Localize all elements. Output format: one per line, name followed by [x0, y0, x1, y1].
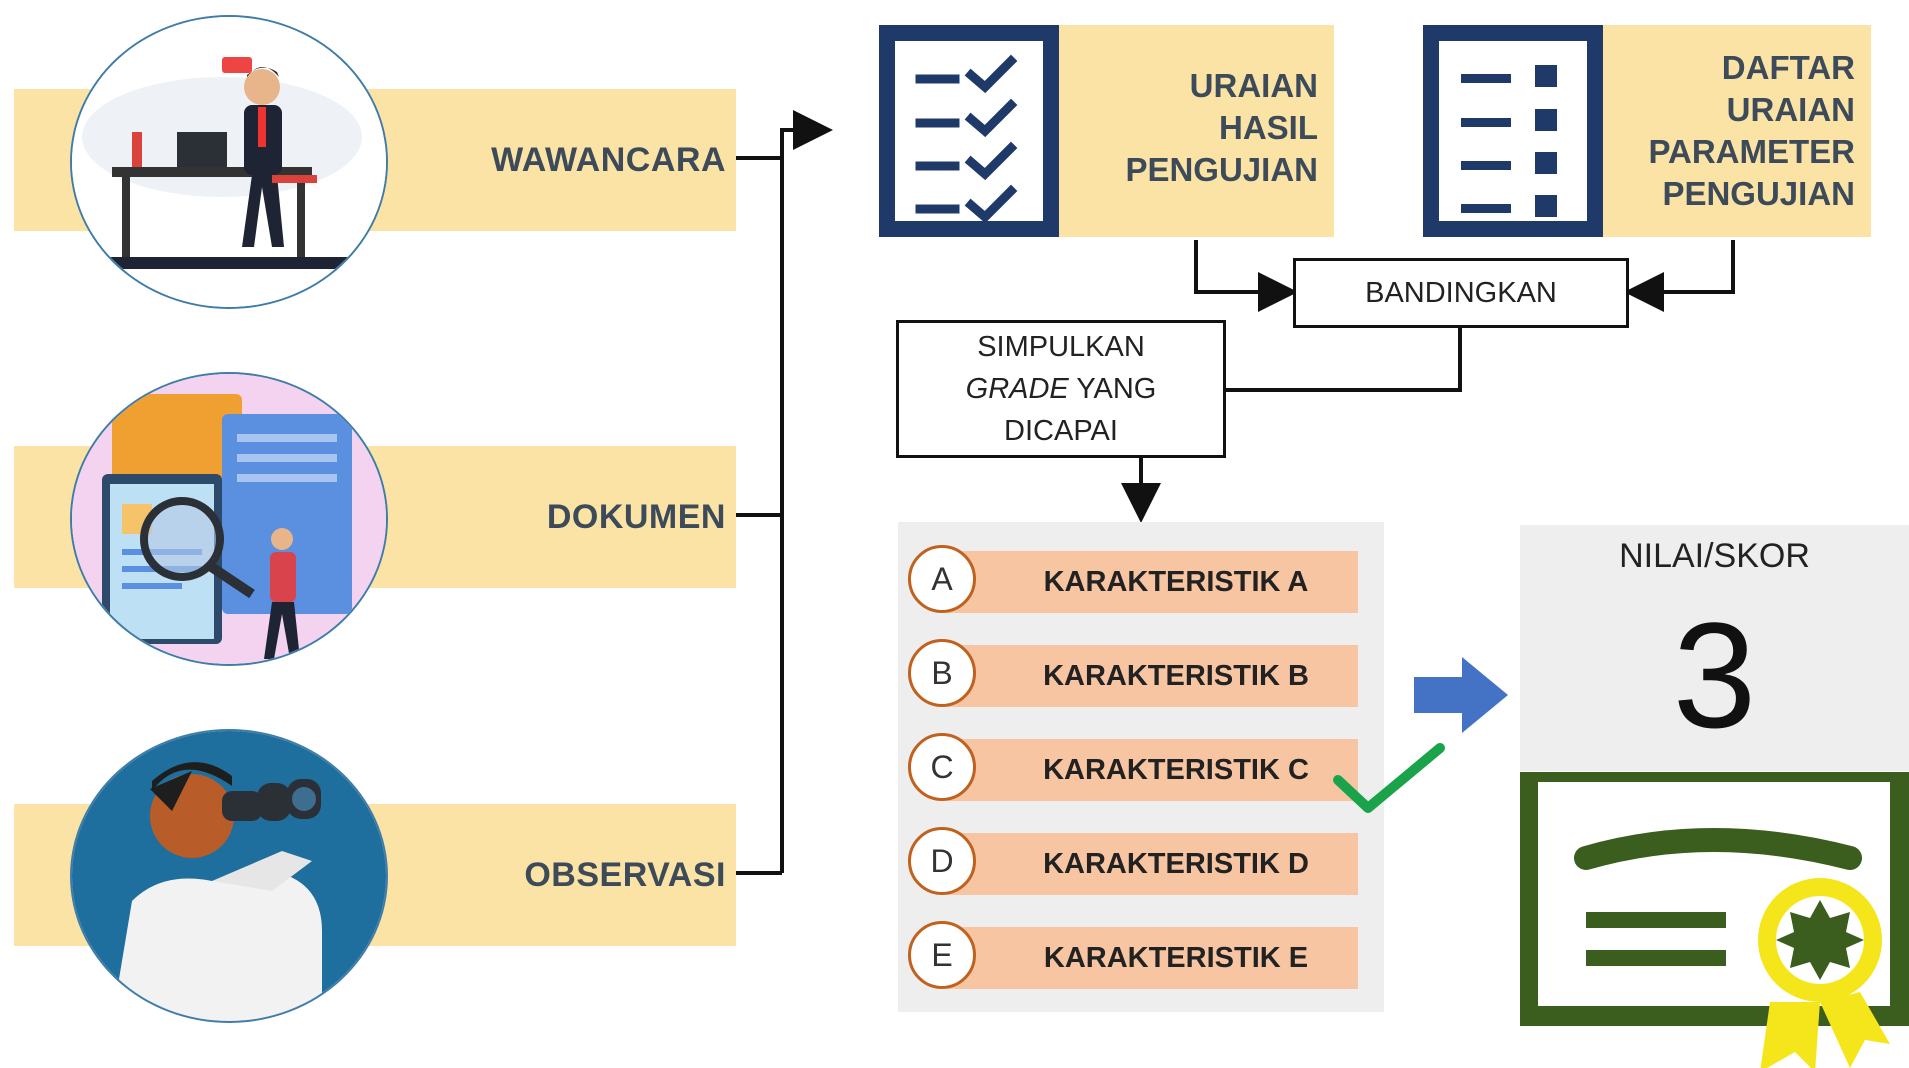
grade-letter-a: A — [908, 545, 976, 613]
binoculars-person-icon — [72, 731, 386, 1021]
document-illustration — [70, 372, 388, 666]
conclude-line-3: DICAPAI — [1004, 415, 1118, 447]
parameters-card: DAFTAR URAIAN PARAMETER PENGUJIAN — [1423, 25, 1871, 237]
conclude-line-2: GRADE YANG — [966, 368, 1157, 410]
grade-label-e: KARAKTERISTIK E — [1043, 942, 1309, 974]
grade-row-d: D KARAKTERISTIK D — [908, 827, 1368, 901]
checklist-icon — [915, 54, 1018, 221]
right-arrow-icon — [1414, 657, 1508, 733]
connector-compare-to-conclude — [1222, 327, 1462, 392]
source-label-wawancara: WAWANCARA — [491, 141, 726, 179]
score-label: NILAI/SKOR — [1619, 537, 1810, 575]
grade-letter-e: E — [908, 921, 976, 989]
compare-box: BANDINGKAN — [1293, 258, 1629, 328]
conclude-grade-italic: GRADE — [965, 373, 1069, 405]
score-panel: NILAI/SKOR 3 — [1520, 525, 1909, 771]
results-icon-frame — [879, 25, 1059, 237]
observation-illustration — [70, 729, 388, 1023]
grade-row-a: A KARAKTERISTIK A — [908, 545, 1368, 619]
grade-label-c: KARAKTERISTIK C — [1043, 754, 1309, 786]
grade-letter-d: D — [908, 827, 976, 895]
connector-parameters-to-compare — [1624, 240, 1735, 312]
connector-results-to-compare — [1194, 240, 1298, 312]
grade-letter-c: C — [908, 733, 976, 801]
results-card-title: URAIAN HASIL PENGUJIAN — [1125, 67, 1318, 188]
source-label-observasi: OBSERVASI — [524, 856, 726, 894]
conclude-box: SIMPULKAN GRADE YANG DICAPAI — [896, 320, 1226, 458]
conclude-line-2-rest: YANG — [1068, 373, 1157, 405]
results-card: URAIAN HASIL PENGUJIAN — [879, 25, 1334, 237]
interview-illustration — [70, 15, 388, 309]
grade-panel: A KARAKTERISTIK A B KARAKTERISTIK B C KA… — [898, 522, 1384, 1012]
grade-row-c: C KARAKTERISTIK C — [908, 733, 1368, 807]
grade-row-e: E KARAKTERISTIK E — [908, 921, 1368, 995]
award-seal-icon — [1758, 878, 1890, 1068]
grade-row-b: B KARAKTERISTIK B — [908, 639, 1368, 713]
checkmark-icon — [1333, 743, 1445, 813]
bullet-list-icon — [1461, 65, 1557, 217]
grade-letter-b: B — [908, 639, 976, 707]
certificate-icon — [1520, 772, 1909, 1068]
compare-box-label: BANDINGKAN — [1365, 277, 1557, 309]
document-search-icon — [72, 374, 386, 664]
person-at-desk-icon — [72, 17, 386, 307]
score-value: 3 — [1672, 591, 1757, 759]
grade-label-a: KARAKTERISTIK A — [1043, 566, 1309, 598]
grade-label-d: KARAKTERISTIK D — [1043, 848, 1309, 880]
parameters-icon-frame — [1423, 25, 1603, 237]
conclude-line-1: SIMPULKAN — [977, 331, 1145, 363]
source-label-dokumen: DOKUMEN — [546, 498, 726, 536]
grade-label-b: KARAKTERISTIK B — [1043, 660, 1309, 692]
connector-trunk — [780, 110, 833, 873]
parameters-card-title: DAFTAR URAIAN PARAMETER PENGUJIAN — [1648, 49, 1855, 212]
